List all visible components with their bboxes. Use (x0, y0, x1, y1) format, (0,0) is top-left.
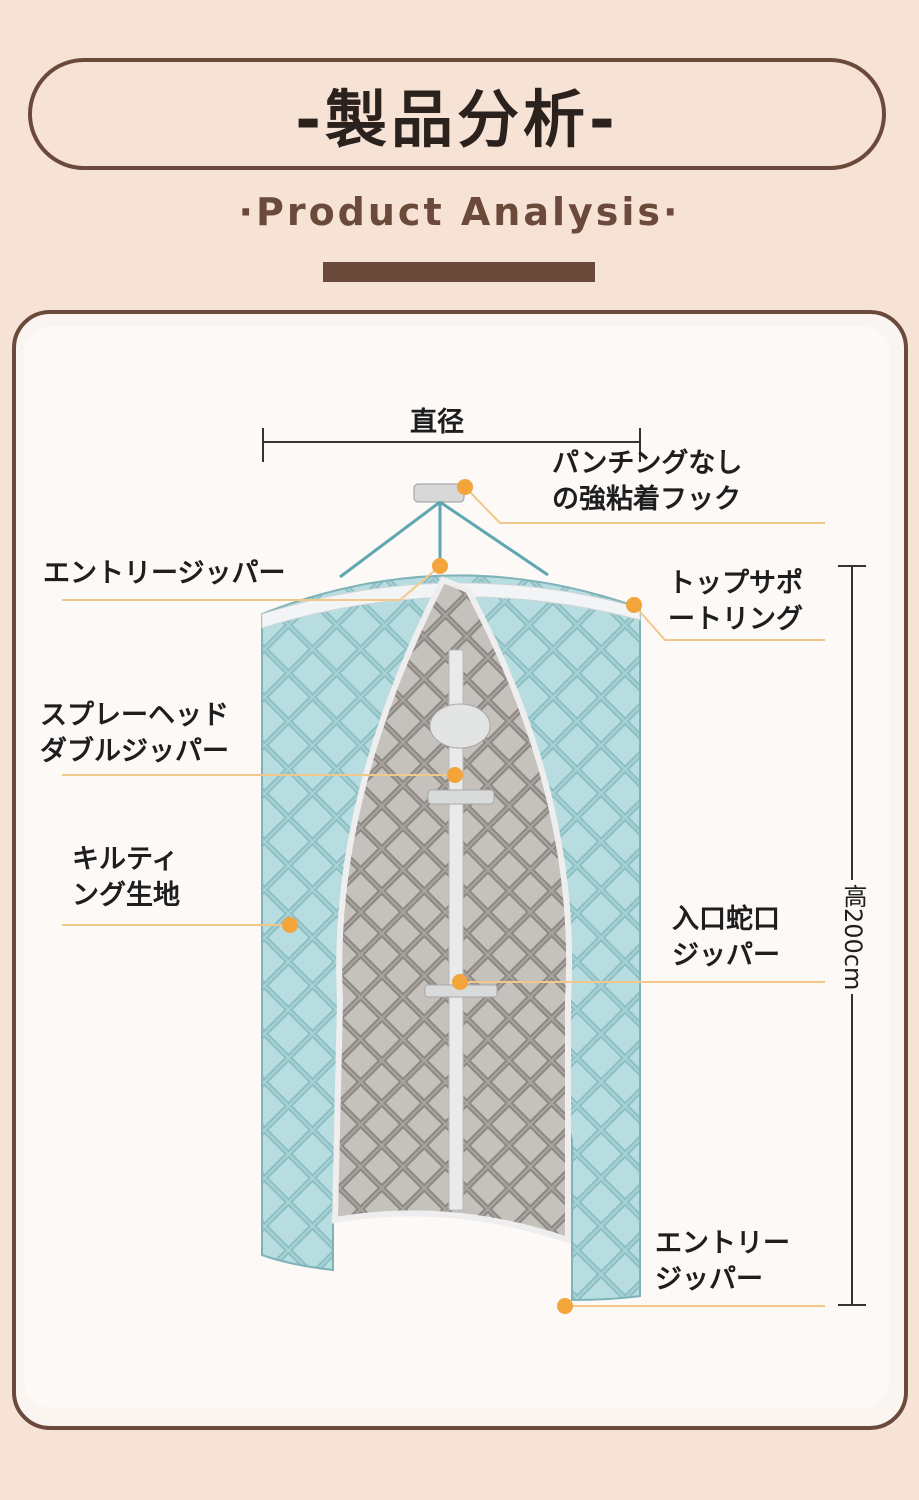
diameter-dimension (262, 428, 641, 462)
height-label: 高200cm (836, 880, 871, 995)
callout-dots (282, 479, 642, 1314)
dot-entry-zipper-top (432, 558, 448, 574)
dot-top-ring (626, 597, 642, 613)
page-title: -製品分析- (295, 83, 619, 156)
callout-faucet-zipper: 入口蛇口 ジッパー (672, 904, 780, 971)
title-underline-bar (323, 262, 595, 282)
title-pill: -製品分析- (28, 58, 886, 170)
diameter-label: 直径 (410, 407, 464, 438)
dot-spray-head (447, 767, 463, 783)
callout-top-support-ring: トップサポ ートリング (668, 568, 803, 635)
callout-quilting-fabric: キルティ ング生地 (72, 844, 180, 911)
callout-entry-zipper-bottom: エントリー ジッパー (655, 1228, 790, 1295)
page-subtitle: ·Product Analysis· (238, 190, 681, 234)
callout-spray-head-zipper: スプレーヘッド ダブルジッパー (40, 700, 229, 767)
dot-quilting (282, 917, 298, 933)
tent-body (261, 574, 641, 1302)
dot-faucet (452, 974, 468, 990)
callout-entry-zipper-top: エントリージッパー (43, 558, 286, 589)
callout-hook: パンチングなし の強粘着フック (552, 448, 743, 515)
dot-entry-zipper-bottom (557, 1298, 573, 1314)
leader-lines (62, 486, 825, 1307)
dot-hook (457, 479, 473, 495)
